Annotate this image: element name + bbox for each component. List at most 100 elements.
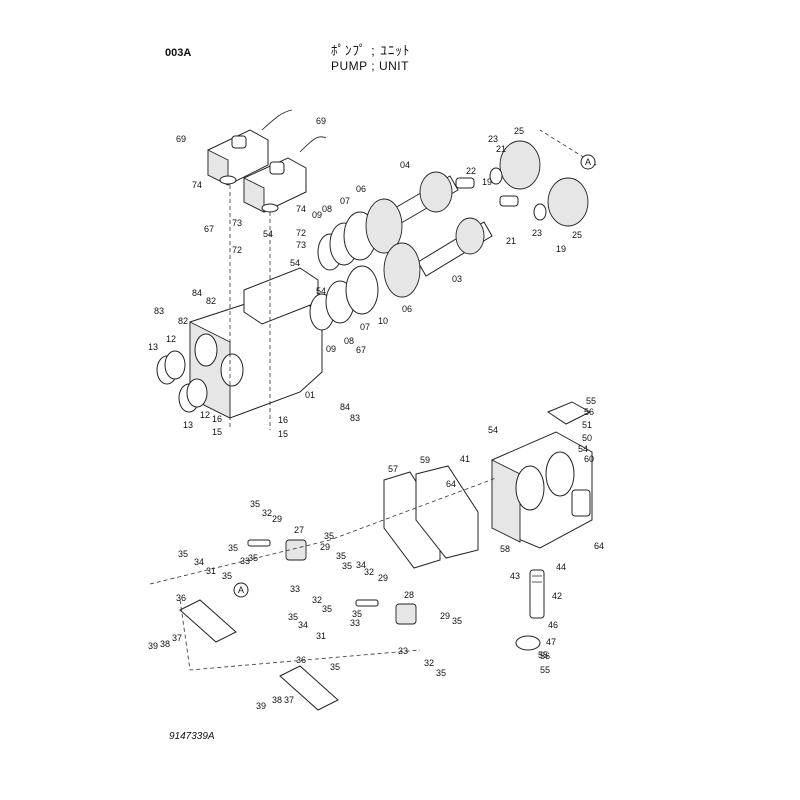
ref-mark-a: A — [238, 585, 244, 595]
strainer — [383, 465, 479, 569]
callout-07: 07 — [340, 196, 350, 206]
callout-84: 84 — [340, 402, 350, 412]
callout-36: 36 — [176, 593, 186, 603]
callout-38: 38 — [272, 695, 282, 705]
callout-56: 56 — [540, 651, 550, 661]
callout-72: 72 — [232, 245, 242, 255]
callout-35: 35 — [336, 551, 346, 561]
callout-12: 12 — [166, 334, 176, 344]
callout-12: 12 — [200, 410, 210, 420]
callout-35: 35 — [436, 668, 446, 678]
callout-29: 29 — [378, 573, 388, 583]
reference-marks: A A — [233, 154, 596, 598]
callout-47: 47 — [546, 637, 556, 647]
callout-08: 08 — [322, 204, 332, 214]
callout-67: 67 — [356, 345, 366, 355]
callout-83: 83 — [350, 413, 360, 423]
callout-83: 83 — [154, 306, 164, 316]
callout-06: 06 — [402, 304, 412, 314]
callout-15: 15 — [278, 429, 288, 439]
callout-34: 34 — [298, 620, 308, 630]
callout-09: 09 — [312, 210, 322, 220]
callout-32: 32 — [262, 508, 272, 518]
callout-84: 84 — [192, 288, 202, 298]
cylinder-blocks — [455, 140, 589, 227]
callout-82: 82 — [178, 316, 188, 326]
callout-08: 08 — [344, 336, 354, 346]
valve-assemblies — [179, 539, 417, 711]
callout-25: 25 — [514, 126, 524, 136]
callout-35: 35 — [222, 571, 232, 581]
callout-64: 64 — [446, 479, 456, 489]
callout-82: 82 — [206, 296, 216, 306]
callout-54: 54 — [290, 258, 300, 268]
callout-55: 55 — [538, 650, 548, 660]
callout-03: 03 — [452, 274, 462, 284]
callout-09: 09 — [326, 344, 336, 354]
callout-60: 60 — [584, 454, 594, 464]
callout-13: 13 — [148, 342, 158, 352]
callout-57: 57 — [388, 464, 398, 474]
callout-42: 42 — [552, 591, 562, 601]
callout-69: 69 — [176, 134, 186, 144]
callout-29: 29 — [320, 542, 330, 552]
callout-25: 25 — [572, 230, 582, 240]
pump-housing — [189, 267, 323, 419]
callout-32: 32 — [364, 567, 374, 577]
callout-16: 16 — [212, 414, 222, 424]
callout-54: 54 — [263, 229, 273, 239]
ref-mark-a: A — [585, 157, 591, 167]
title-english: PUMP ; UNIT — [331, 59, 409, 73]
callout-07: 07 — [360, 322, 370, 332]
callout-32: 32 — [424, 658, 434, 668]
callout-37: 37 — [284, 695, 294, 705]
callout-01: 01 — [305, 390, 315, 400]
callout-33: 33 — [240, 556, 250, 566]
callout-69: 69 — [316, 116, 326, 126]
callout-35: 35 — [228, 543, 238, 553]
callout-74: 74 — [192, 180, 202, 190]
callout-39: 39 — [148, 641, 158, 651]
callout-04: 04 — [400, 160, 410, 170]
callout-33: 33 — [350, 618, 360, 628]
drive-shafts — [387, 171, 493, 277]
callout-59: 59 — [420, 455, 430, 465]
callout-73: 73 — [296, 240, 306, 250]
page-code: 003A — [165, 47, 192, 59]
callout-56: 56 — [584, 407, 594, 417]
callout-41: 41 — [460, 454, 470, 464]
callout-35: 35 — [178, 549, 188, 559]
callout-72: 72 — [296, 228, 306, 238]
callout-35: 35 — [324, 531, 334, 541]
callout-31: 31 — [316, 631, 326, 641]
callout-46: 46 — [548, 620, 558, 630]
suction-pipe — [515, 569, 545, 651]
callout-32: 32 — [312, 595, 322, 605]
gear-housing — [491, 401, 593, 549]
callout-36: 36 — [296, 655, 306, 665]
callout-35: 35 — [288, 612, 298, 622]
regulator-valves — [207, 109, 327, 213]
callout-28: 28 — [404, 590, 414, 600]
callout-35: 35 — [330, 662, 340, 672]
callout-37: 37 — [172, 633, 182, 643]
callout-19: 19 — [556, 244, 566, 254]
callout-73: 73 — [232, 218, 242, 228]
callout-13: 13 — [183, 420, 193, 430]
callout-33: 33 — [290, 584, 300, 594]
callout-23: 23 — [532, 228, 542, 238]
callout-35: 35 — [322, 604, 332, 614]
callout-21: 21 — [506, 236, 516, 246]
title-japanese: ﾎﾟﾝﾌﾟ ; ﾕﾆｯﾄ — [331, 43, 411, 58]
callout-34: 34 — [194, 557, 204, 567]
seal-rings — [156, 175, 279, 413]
reference-lines — [149, 129, 597, 671]
callout-29: 29 — [440, 611, 450, 621]
callout-51: 51 — [582, 420, 592, 430]
callout-35: 35 — [352, 609, 362, 619]
callout-54: 54 — [316, 286, 326, 296]
callout-38: 38 — [160, 639, 170, 649]
callout-67: 67 — [204, 224, 214, 234]
callout-16: 16 — [278, 415, 288, 425]
